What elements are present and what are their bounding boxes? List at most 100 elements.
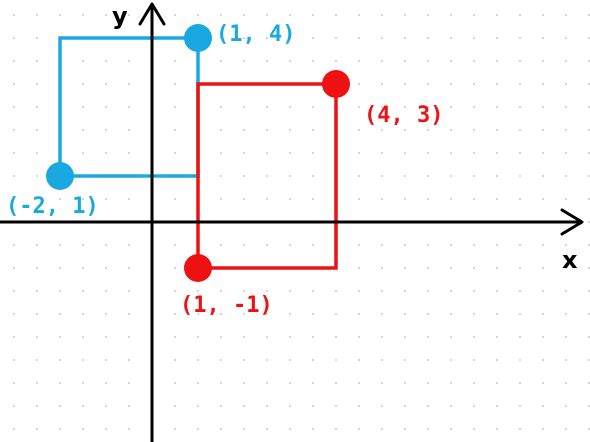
grid-dot bbox=[128, 290, 130, 292]
grid-dot bbox=[82, 198, 84, 200]
grid-dot bbox=[473, 198, 475, 200]
grid-dot bbox=[312, 244, 314, 246]
grid-dot bbox=[381, 382, 383, 384]
grid-dot bbox=[82, 313, 84, 315]
grid-dot bbox=[427, 198, 429, 200]
grid-dot bbox=[13, 198, 15, 200]
grid-dot bbox=[289, 290, 291, 292]
grid-dot bbox=[404, 290, 406, 292]
grid-dot bbox=[404, 106, 406, 108]
grid-dot bbox=[542, 267, 544, 269]
grid-dot bbox=[404, 336, 406, 338]
grid-dot bbox=[404, 382, 406, 384]
grid-dot bbox=[266, 14, 268, 16]
grid-dot bbox=[381, 198, 383, 200]
red-rectangle bbox=[196, 82, 338, 270]
grid-dot bbox=[358, 37, 360, 39]
grid-dot bbox=[128, 60, 130, 62]
grid-dot bbox=[220, 336, 222, 338]
grid-dot bbox=[358, 60, 360, 62]
grid-dot bbox=[358, 175, 360, 177]
grid-dot bbox=[427, 106, 429, 108]
grid-dot bbox=[358, 198, 360, 200]
grid-dot bbox=[335, 290, 337, 292]
grid-dot bbox=[473, 336, 475, 338]
grid-dot bbox=[289, 14, 291, 16]
grid-dot bbox=[565, 60, 567, 62]
grid-dot bbox=[174, 290, 176, 292]
grid-dot bbox=[450, 83, 452, 85]
grid-dot bbox=[588, 382, 590, 384]
grid-dot bbox=[450, 428, 452, 430]
grid-dot bbox=[59, 336, 61, 338]
grid-dot bbox=[588, 405, 590, 407]
grid-dot bbox=[266, 175, 268, 177]
grid-dot bbox=[243, 60, 245, 62]
grid-dot bbox=[404, 14, 406, 16]
grid-dot bbox=[59, 359, 61, 361]
grid-dot bbox=[565, 267, 567, 269]
grid-dot bbox=[496, 106, 498, 108]
grid-dot bbox=[588, 106, 590, 108]
grid-dot bbox=[174, 244, 176, 246]
grid-dot bbox=[289, 244, 291, 246]
grid-dot bbox=[496, 428, 498, 430]
grid-dot bbox=[312, 359, 314, 361]
grid-dot bbox=[36, 267, 38, 269]
grid-dot bbox=[174, 83, 176, 85]
grid-dot bbox=[36, 106, 38, 108]
grid-dot bbox=[542, 405, 544, 407]
grid-dot bbox=[36, 313, 38, 315]
grid-dot bbox=[36, 175, 38, 177]
grid-dot bbox=[358, 313, 360, 315]
grid-dot bbox=[174, 129, 176, 131]
grid-dot bbox=[404, 37, 406, 39]
grid-dot bbox=[588, 129, 590, 131]
grid-dot bbox=[105, 313, 107, 315]
grid-dot bbox=[174, 198, 176, 200]
grid-dot bbox=[427, 382, 429, 384]
grid-dot bbox=[82, 129, 84, 131]
red-point-2 bbox=[184, 254, 212, 282]
x-axis-arrowhead bbox=[560, 208, 584, 236]
grid-dot bbox=[59, 290, 61, 292]
grid-dot bbox=[519, 198, 521, 200]
grid-dot bbox=[358, 106, 360, 108]
grid-dot bbox=[519, 313, 521, 315]
grid-dot bbox=[427, 290, 429, 292]
grid-dot bbox=[220, 37, 222, 39]
grid-dot bbox=[519, 37, 521, 39]
grid-dot bbox=[13, 267, 15, 269]
grid-dot bbox=[128, 359, 130, 361]
grid-dot bbox=[36, 290, 38, 292]
grid-dot bbox=[243, 106, 245, 108]
grid-dot bbox=[220, 175, 222, 177]
grid-dot bbox=[496, 129, 498, 131]
grid-dot bbox=[450, 244, 452, 246]
grid-dot bbox=[450, 290, 452, 292]
grid-dot bbox=[381, 290, 383, 292]
grid-dot bbox=[519, 267, 521, 269]
grid-dot bbox=[174, 428, 176, 430]
grid-dot bbox=[289, 60, 291, 62]
grid-dot bbox=[565, 244, 567, 246]
grid-dot bbox=[519, 244, 521, 246]
grid-dot bbox=[105, 129, 107, 131]
grid-dot bbox=[36, 428, 38, 430]
grid-dot bbox=[36, 382, 38, 384]
grid-dot bbox=[404, 428, 406, 430]
grid-dot bbox=[519, 83, 521, 85]
grid-dot bbox=[358, 336, 360, 338]
grid-dot bbox=[59, 382, 61, 384]
grid-dot bbox=[358, 152, 360, 154]
grid-dot bbox=[473, 313, 475, 315]
grid-dot bbox=[381, 106, 383, 108]
grid-dot bbox=[174, 336, 176, 338]
grid-dot bbox=[13, 106, 15, 108]
grid-dot bbox=[381, 405, 383, 407]
grid-dot bbox=[289, 313, 291, 315]
grid-dot bbox=[82, 290, 84, 292]
grid-dot bbox=[565, 175, 567, 177]
grid-dot bbox=[404, 60, 406, 62]
grid-dot bbox=[473, 290, 475, 292]
